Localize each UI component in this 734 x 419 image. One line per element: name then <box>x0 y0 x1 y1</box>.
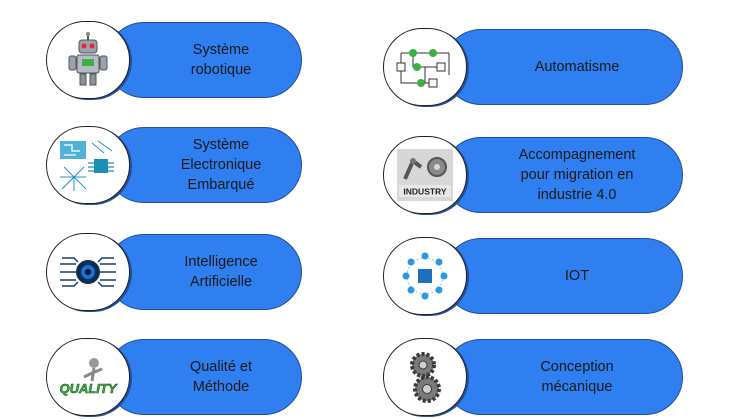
card-icon-circle: QUALITY <box>46 338 130 416</box>
card-icon-circle <box>383 28 467 106</box>
gears-icon <box>410 352 441 403</box>
flowchart-icon <box>396 49 450 88</box>
industry-icon-text: INDUSTRY <box>403 187 446 197</box>
card-iot[interactable]: IOT <box>383 237 683 315</box>
card-label-line: Qualité et <box>189 359 253 375</box>
industry-icon: INDUSTRY <box>397 149 453 201</box>
card-label-line: Système <box>192 42 250 58</box>
card-label-line: Conception <box>540 359 614 375</box>
card-label-pill: Automatisme <box>443 29 683 105</box>
card-label-pill: Système robotique <box>106 22 302 98</box>
card-label-line: IOT <box>564 268 590 284</box>
card-label-line: Intelligence <box>184 254 258 270</box>
card-qualite-methode[interactable]: Qualité et Méthode QUALITY <box>46 338 302 416</box>
card-label-pill: Qualité et Méthode <box>106 339 302 415</box>
card-label-line: Système <box>192 137 250 153</box>
card-label-line: Méthode <box>192 379 250 395</box>
card-label-line: Electronique <box>180 157 262 173</box>
card-label-line: mécanique <box>541 379 613 395</box>
card-systeme-electronique[interactable]: Système Electronique Embarqué <box>46 126 302 204</box>
card-label-pill: Conception mécanique <box>443 339 683 415</box>
card-icon-circle <box>383 338 467 416</box>
card-label-pill: Système Electronique Embarqué <box>106 127 302 203</box>
card-icon-circle: INDUSTRY <box>383 136 467 214</box>
card-systeme-robotique[interactable]: Système robotique <box>46 21 302 99</box>
card-label-line: pour migration en <box>520 167 634 183</box>
card-icon-circle <box>46 21 130 99</box>
card-label-line: Automatisme <box>534 59 620 75</box>
circuit-board-icon <box>60 140 114 191</box>
quality-icon-text: QUALITY <box>59 381 117 396</box>
card-label-line: Embarqué <box>187 177 255 193</box>
card-label-pill: Intelligence Artificielle <box>106 234 302 310</box>
iot-network-icon <box>402 252 448 300</box>
card-label-line: industrie 4.0 <box>537 187 617 203</box>
card-icon-circle <box>46 233 130 311</box>
card-automatisme[interactable]: Automatisme <box>383 28 683 106</box>
card-label-pill: IOT <box>443 238 683 314</box>
card-icon-circle <box>46 126 130 204</box>
card-icon-circle <box>383 237 467 315</box>
card-label-pill: Accompagnement pour migration en industr… <box>443 137 683 213</box>
card-industrie-4-0[interactable]: Accompagnement pour migration en industr… <box>383 136 683 214</box>
ai-brain-icon <box>60 257 116 287</box>
card-label-line: Artificielle <box>189 274 253 290</box>
robot-icon <box>68 32 108 86</box>
card-label-line: Accompagnement <box>518 147 636 163</box>
quality-icon: QUALITY <box>59 358 118 396</box>
card-label-line: robotique <box>190 62 252 78</box>
card-conception-mecanique[interactable]: Conception mécanique <box>383 338 683 416</box>
card-intelligence-artificielle[interactable]: Intelligence Artificielle <box>46 233 302 311</box>
